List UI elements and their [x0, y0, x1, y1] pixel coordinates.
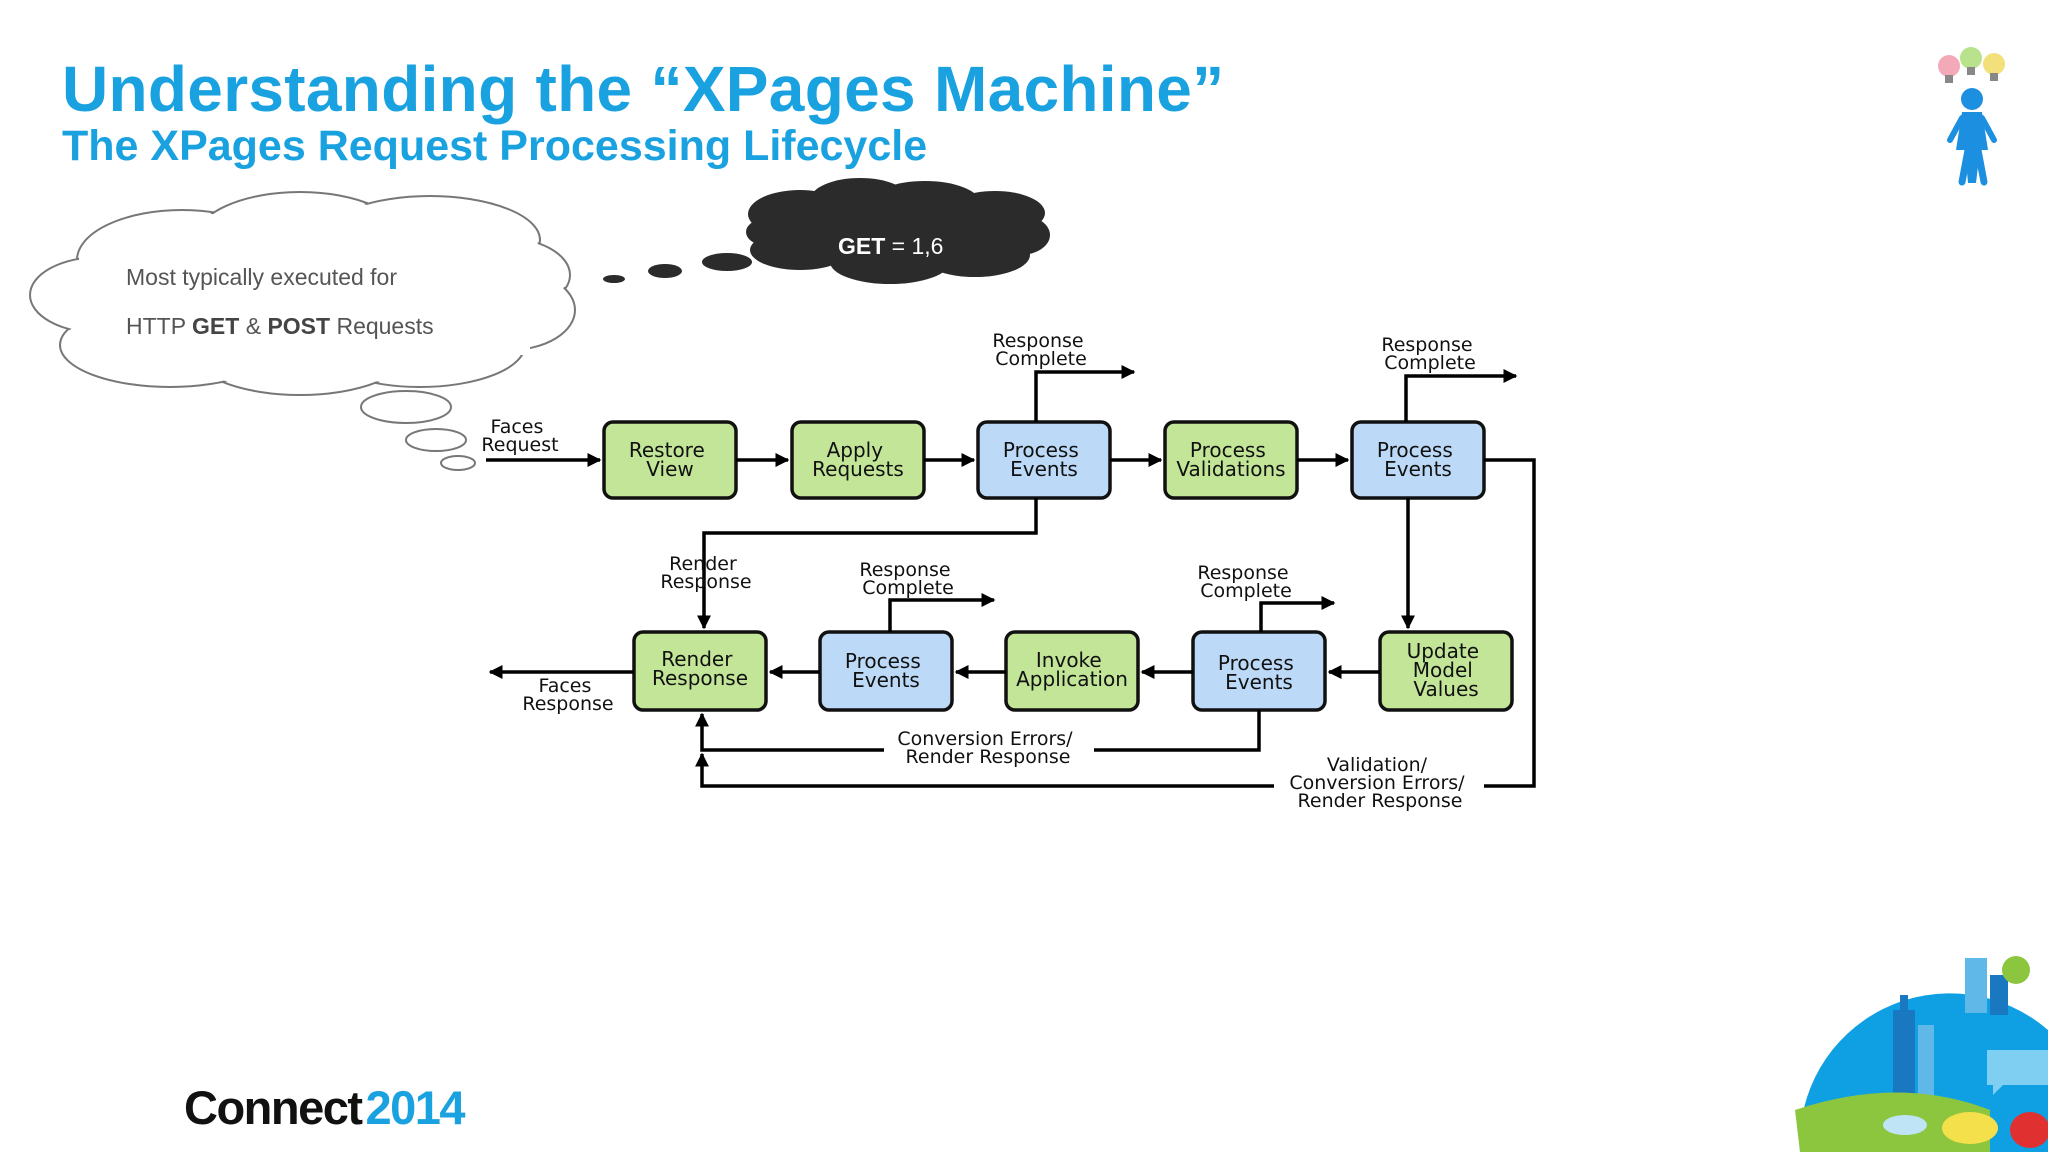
- arrow-validation-errors: [695, 458, 1536, 788]
- lifecycle-arrows: [486, 365, 1536, 788]
- arrow-response-complete-4: [1259, 596, 1336, 632]
- thought-bubble-tail: [360, 390, 476, 471]
- arrow-response-complete-1: [1034, 365, 1136, 422]
- thought-bubble-fill: [32, 194, 573, 393]
- arrow-process1-to-render: [697, 498, 1038, 630]
- response-complete-label-3: Response Complete: [859, 559, 956, 599]
- process-events-4-label: Process Events: [845, 649, 927, 692]
- thought-bubble-line-1: Most typically executed for: [126, 264, 398, 290]
- response-complete-label-2: Response Complete: [1381, 334, 1478, 374]
- render-response-label: Render Response: [660, 553, 751, 593]
- process-events-2-label: Process Events: [1377, 438, 1459, 481]
- faces-response-label: Faces Response: [522, 675, 613, 715]
- render-response-box-label: Render Response: [652, 647, 748, 690]
- slide-title: Understanding the “XPages Machine”: [62, 53, 1225, 125]
- process-events-3-label: Process Events: [1218, 651, 1300, 694]
- arrow-response-complete-3: [888, 593, 996, 632]
- get-bubble: [603, 178, 1050, 284]
- lifecycle-boxes: [602, 420, 1514, 712]
- process-events-1-label: Process Events: [1003, 438, 1085, 481]
- validation-errors-label: Validation/ Conversion Errors/ Render Re…: [1289, 754, 1470, 812]
- lightbulb-person-icon: [1938, 47, 2005, 186]
- invoke-application-label: Invoke Application: [1016, 648, 1128, 691]
- slide-subtitle: The XPages Request Processing Lifecycle: [62, 122, 928, 170]
- conversion-errors-label: Conversion Errors/ Render Response: [897, 728, 1078, 768]
- process-validations-label: Process Validations: [1176, 438, 1285, 481]
- arrow-response-complete-2: [1404, 369, 1518, 422]
- apply-requests-label: Apply Requests: [812, 438, 904, 481]
- thought-bubble-line-2: HTTP GET & POST Requests: [126, 313, 434, 339]
- get-bubble-text: GET = 1,6: [838, 233, 944, 259]
- connect-city-logo: [1795, 956, 2048, 1152]
- restore-view-label: Restore View: [629, 438, 711, 481]
- update-model-values-label: Update Model Values: [1407, 639, 1486, 701]
- response-complete-label-1: Response Complete: [992, 330, 1089, 370]
- connect-2014-logo: Connect2014: [184, 1081, 466, 1134]
- response-complete-label-4: Response Complete: [1197, 562, 1294, 602]
- faces-request-label: Faces Request: [481, 416, 558, 456]
